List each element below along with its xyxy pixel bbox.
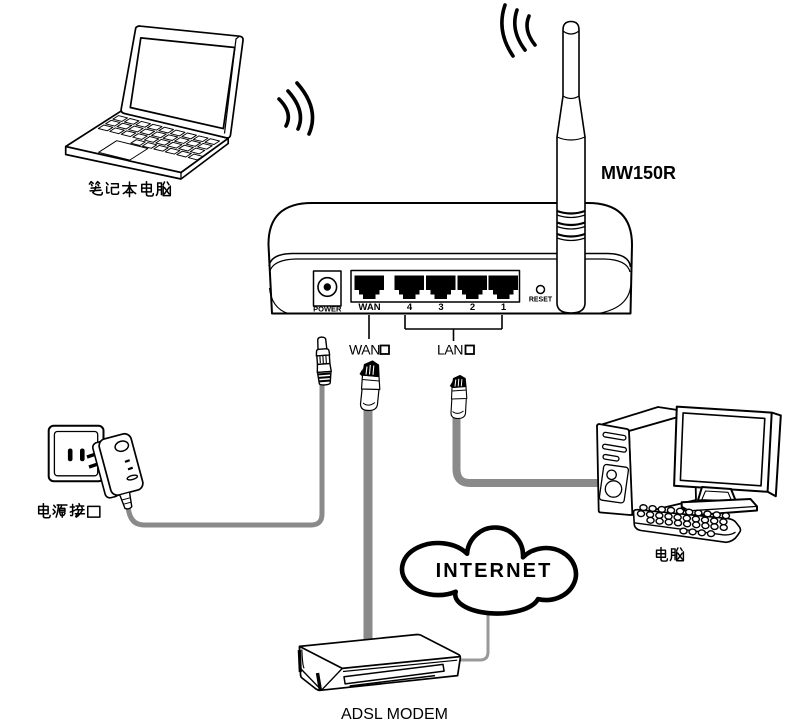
svg-text:ADSL MODEM: ADSL MODEM	[341, 706, 448, 723]
svg-text:WAN: WAN	[349, 342, 380, 358]
svg-text:RESET: RESET	[529, 297, 553, 304]
svg-text:MW150R: MW150R	[601, 163, 676, 183]
svg-text:LAN: LAN	[437, 342, 463, 358]
svg-text:2: 2	[470, 302, 475, 313]
svg-text:POWER: POWER	[313, 305, 342, 314]
svg-text:4: 4	[407, 302, 413, 313]
svg-text:WAN: WAN	[358, 302, 380, 313]
svg-text:INTERNET: INTERNET	[436, 560, 553, 582]
svg-text:1: 1	[501, 302, 507, 313]
svg-text:3: 3	[438, 302, 443, 313]
